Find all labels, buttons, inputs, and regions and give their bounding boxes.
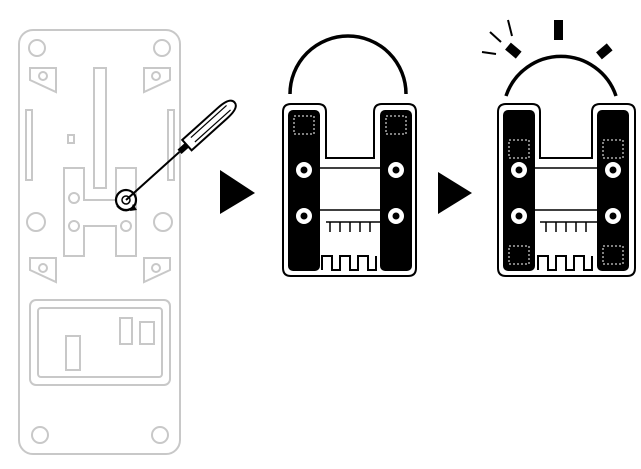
arc-notch-left [505, 42, 522, 59]
corner-hole-icon [31, 426, 49, 444]
dashed-pad [508, 139, 530, 159]
bracket-right-bottom [143, 257, 171, 284]
dashed-pad [293, 115, 315, 135]
motion-line-icon [507, 19, 513, 37]
motion-line-icon [481, 51, 497, 55]
screw-center-icon [392, 166, 400, 174]
plate-bar-right [597, 110, 629, 271]
comb-teeth-top [329, 222, 371, 232]
dashed-pad [602, 245, 624, 265]
screw-center-icon [300, 212, 308, 220]
screw-center-icon [609, 166, 617, 174]
plate-bar-left [288, 110, 320, 271]
lower-compartment [29, 299, 171, 386]
side-slot-right [167, 109, 175, 181]
comb-teeth-bottom [537, 255, 593, 271]
arc-notch-right [596, 43, 613, 60]
plate-bar-left [503, 110, 535, 271]
base-unit-outline [18, 29, 181, 455]
screwdriver-shaft [125, 151, 181, 201]
screwdriver-handle [180, 99, 237, 152]
step-arrow-1-icon [220, 170, 255, 214]
corner-hole-icon [151, 426, 169, 444]
arc-notch-center [554, 20, 563, 40]
screwdriver-ferrule [177, 142, 189, 155]
rotation-arrowhead-icon [130, 204, 137, 211]
motion-line-icon [489, 31, 502, 43]
screw-center-icon [515, 166, 523, 174]
plate-rotated-position [481, 19, 636, 277]
plate-bar-right [380, 110, 412, 271]
screwdriver-icon [125, 99, 237, 201]
side-hole-icon [26, 212, 46, 232]
side-slot-left [25, 109, 33, 181]
comb-teeth-top [545, 222, 587, 232]
plate-screw-icon [68, 192, 80, 204]
screw-center-icon [300, 166, 308, 174]
bracket-right-top [143, 67, 171, 94]
bracket-hole-icon [38, 71, 48, 81]
bracket-hole-icon [38, 263, 48, 273]
handle-groove [194, 109, 231, 143]
center-slot [93, 67, 107, 189]
step-arrow-2-icon [438, 172, 472, 214]
plate-screw-icon [68, 220, 80, 232]
dashed-pad [602, 139, 624, 159]
base-unit-panel [18, 29, 181, 455]
arc-indicator [504, 54, 618, 97]
compartment-slot [139, 321, 155, 345]
side-hole-icon [153, 212, 173, 232]
dashed-pad [385, 115, 407, 135]
compartment-slot [65, 335, 81, 371]
small-notch [67, 134, 75, 144]
lower-compartment-inner [37, 307, 163, 378]
handle-groove [190, 104, 227, 138]
bracket-left-bottom [29, 257, 57, 284]
bracket-left-top [29, 67, 57, 94]
bracket-hole-icon [151, 71, 161, 81]
bracket-hole-icon [151, 263, 161, 273]
h-plate-outline [63, 167, 137, 257]
corner-hole-icon [28, 39, 46, 57]
screw-center-icon [609, 212, 617, 220]
corner-hole-icon [153, 39, 171, 57]
dashed-pad [508, 245, 530, 265]
comb-teeth-bottom [321, 255, 377, 271]
arc-indicator [288, 34, 408, 95]
plate-original-position [282, 34, 417, 277]
plate-screw-icon [120, 220, 132, 232]
compartment-slot [119, 317, 133, 345]
screw-center-icon [515, 212, 523, 220]
screw-center-icon [392, 212, 400, 220]
